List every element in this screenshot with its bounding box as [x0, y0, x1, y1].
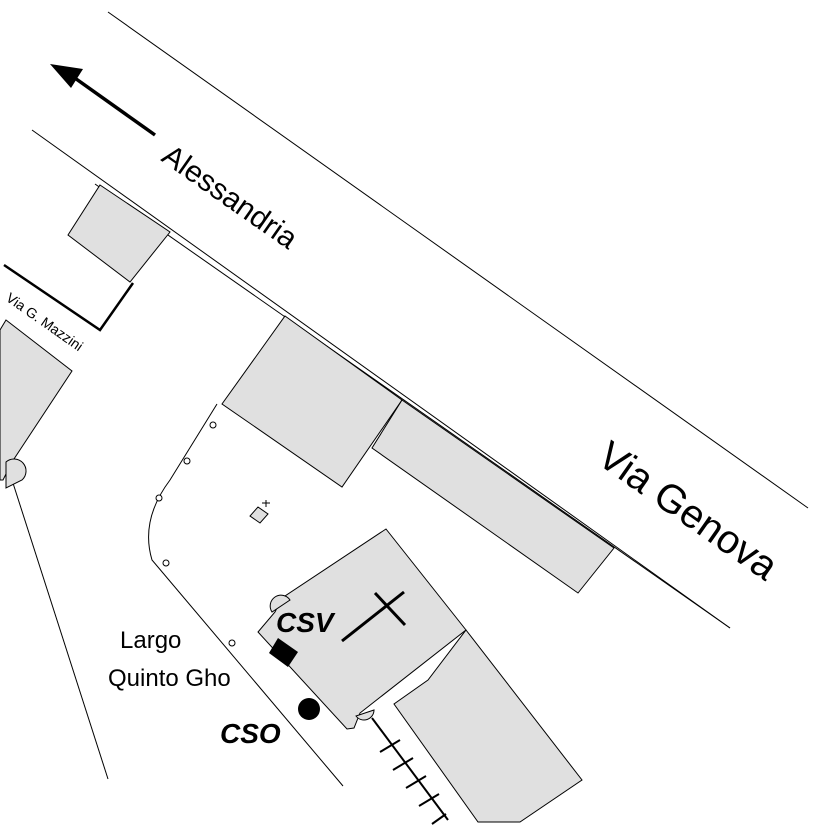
cso-label: CSO: [220, 718, 281, 749]
building-wedge: [0, 319, 73, 481]
bollard: [162, 559, 170, 567]
bollard: [228, 639, 236, 647]
via-genova-north-edge: [107, 11, 809, 509]
direction-label: Alessandria: [156, 139, 304, 256]
via-genova-south-edge-inner: [94, 183, 731, 629]
apse-wedge: [5, 458, 27, 489]
black-dot-icon: [298, 698, 320, 720]
building-block-a: [221, 315, 403, 488]
building-small-square: [249, 506, 269, 524]
square-label-line1: Largo: [120, 627, 181, 654]
apse-north: [269, 594, 291, 613]
bollards: [155, 421, 236, 647]
apse-south: [355, 709, 375, 721]
black-rectangle-icon: [269, 638, 298, 667]
buildings: [0, 184, 615, 823]
small-cross-icon: [262, 500, 270, 507]
bollard: [155, 494, 163, 502]
building-north-corner: [67, 184, 171, 283]
bollard: [209, 421, 217, 429]
road-edges: [11, 11, 809, 787]
arrow-left-up-icon: [50, 64, 157, 137]
square-label-line2: Quinto Gho: [108, 665, 231, 692]
track-line: [371, 717, 449, 825]
bollard: [183, 457, 191, 465]
largo-curb-east: [148, 403, 344, 787]
cross-icon: [341, 590, 407, 643]
via-mazzini-west-edge: [11, 479, 109, 780]
csv-label: CSV: [276, 607, 336, 638]
apses: [5, 458, 375, 721]
via-mazzini-boundary: [3, 263, 135, 332]
via-genova-south-edge: [31, 129, 731, 629]
street-label-via-genova: Via Genova: [590, 433, 786, 589]
building-block-b: [371, 399, 615, 594]
building-south-east: [393, 629, 583, 823]
